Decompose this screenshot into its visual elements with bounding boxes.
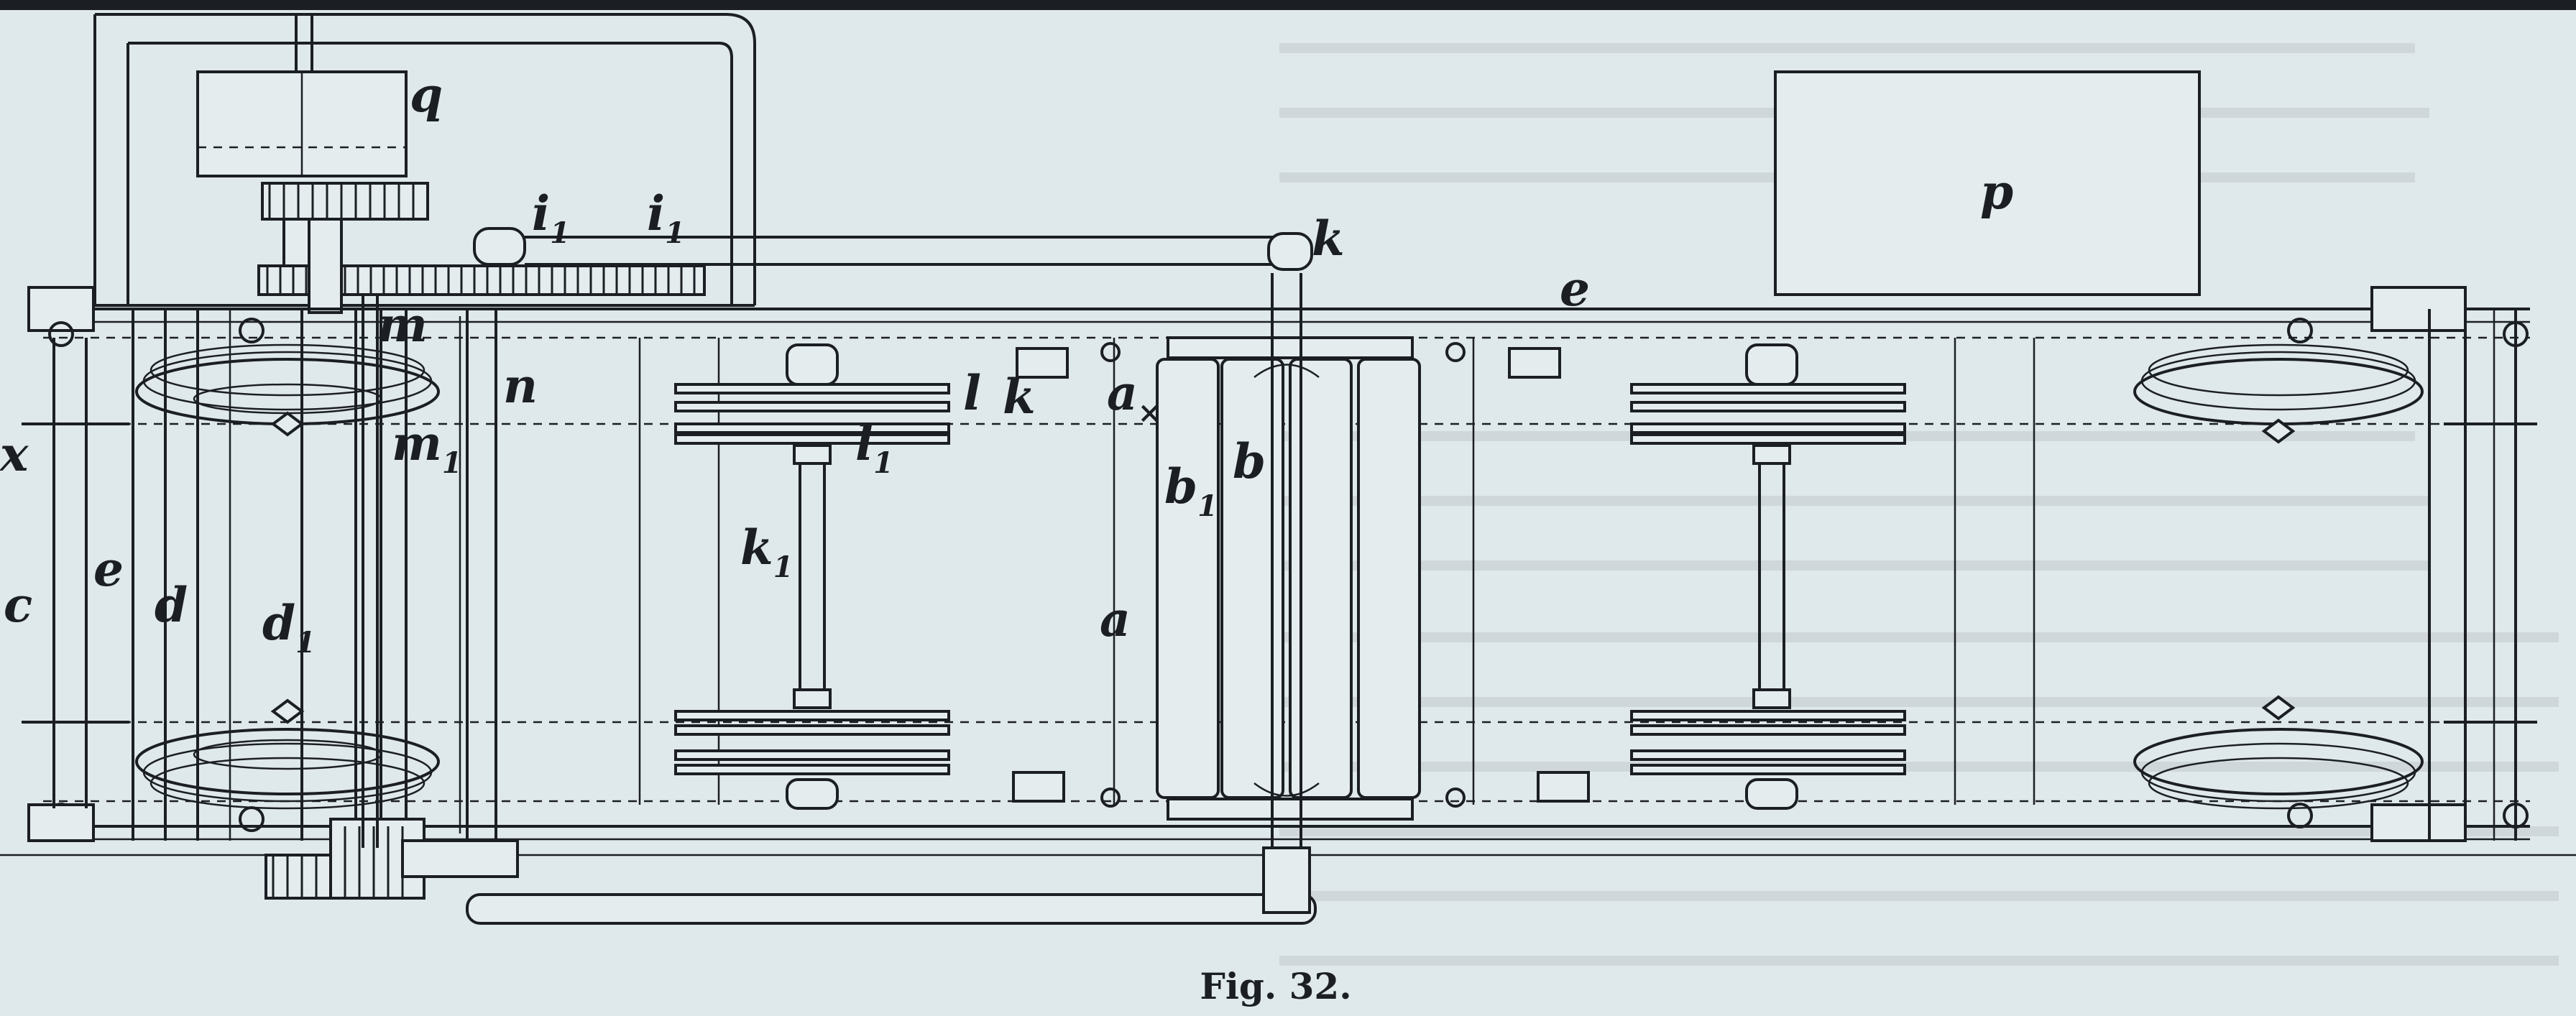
lower-gear-train [264,818,1317,925]
label-q: q [410,67,443,123]
connecting-rod-i1 [473,227,1313,271]
label-c: c [4,577,32,633]
central-rollers [1156,273,1421,914]
label-k-mid: k [1003,369,1036,425]
frame-rails [0,308,2576,856]
label-i1-right: i1 [647,185,685,250]
figure-caption: Fig. 32. [1200,965,1351,1007]
label-a: a [1100,591,1131,647]
label-e-top: e [1560,261,1590,317]
label-b: b [1233,433,1266,489]
label-n: n [503,358,538,414]
label-d1: d1 [262,595,316,660]
label-l: l [963,365,981,421]
label-l1: l1 [855,415,893,480]
right-end-assembly [2133,286,2537,842]
label-a-x: a× [1107,365,1162,430]
label-m: m [377,297,428,353]
rail-sliders [1012,342,1590,808]
label-b1: b1 [1164,458,1218,523]
drive-housing [93,13,756,307]
left-center-pulleys [674,343,950,810]
vertical-shaft-m [362,295,461,848]
label-k1: k1 [740,519,794,584]
label-i1-left: i1 [532,185,570,250]
part-labels: q p i1 i1 k e m m1 n x e c d d1 l k a× l… [0,67,2013,660]
upper-gear-train [257,182,706,314]
left-spools [135,343,440,810]
top-rule [0,0,2576,10]
label-d: d [155,577,188,633]
pulley-q [196,13,408,177]
right-center-pulleys [1630,343,1906,810]
box-p [1774,70,2201,296]
label-m1: m1 [392,415,462,480]
left-end-assembly [22,286,497,855]
label-p: p [1980,164,2013,220]
label-k-crank: k [1312,211,1345,267]
label-x: x [0,426,29,482]
label-e-left: e [93,541,124,597]
